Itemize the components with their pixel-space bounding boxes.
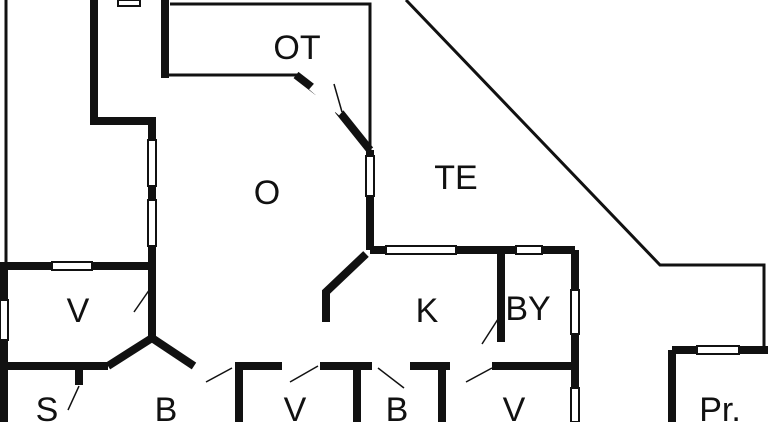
- room-label-v-left: V: [66, 292, 90, 330]
- room-label-b-left: B: [154, 391, 178, 429]
- windows: [0, 0, 740, 422]
- door-swings: [67, 83, 501, 411]
- room-label-o: O: [253, 174, 281, 212]
- room-label-k: K: [415, 292, 439, 330]
- room-label-b-mid: B: [385, 391, 409, 429]
- room-label-s: S: [35, 391, 59, 429]
- room-label-pr: Pr.: [699, 391, 741, 429]
- room-label-v-mid: V: [283, 391, 307, 429]
- room-label-by: BY: [505, 290, 551, 328]
- thin-outlines: [4, 0, 766, 348]
- room-label-te: TE: [434, 159, 478, 197]
- room-label-ot: OT: [273, 29, 321, 67]
- room-label-v-right: V: [502, 391, 526, 429]
